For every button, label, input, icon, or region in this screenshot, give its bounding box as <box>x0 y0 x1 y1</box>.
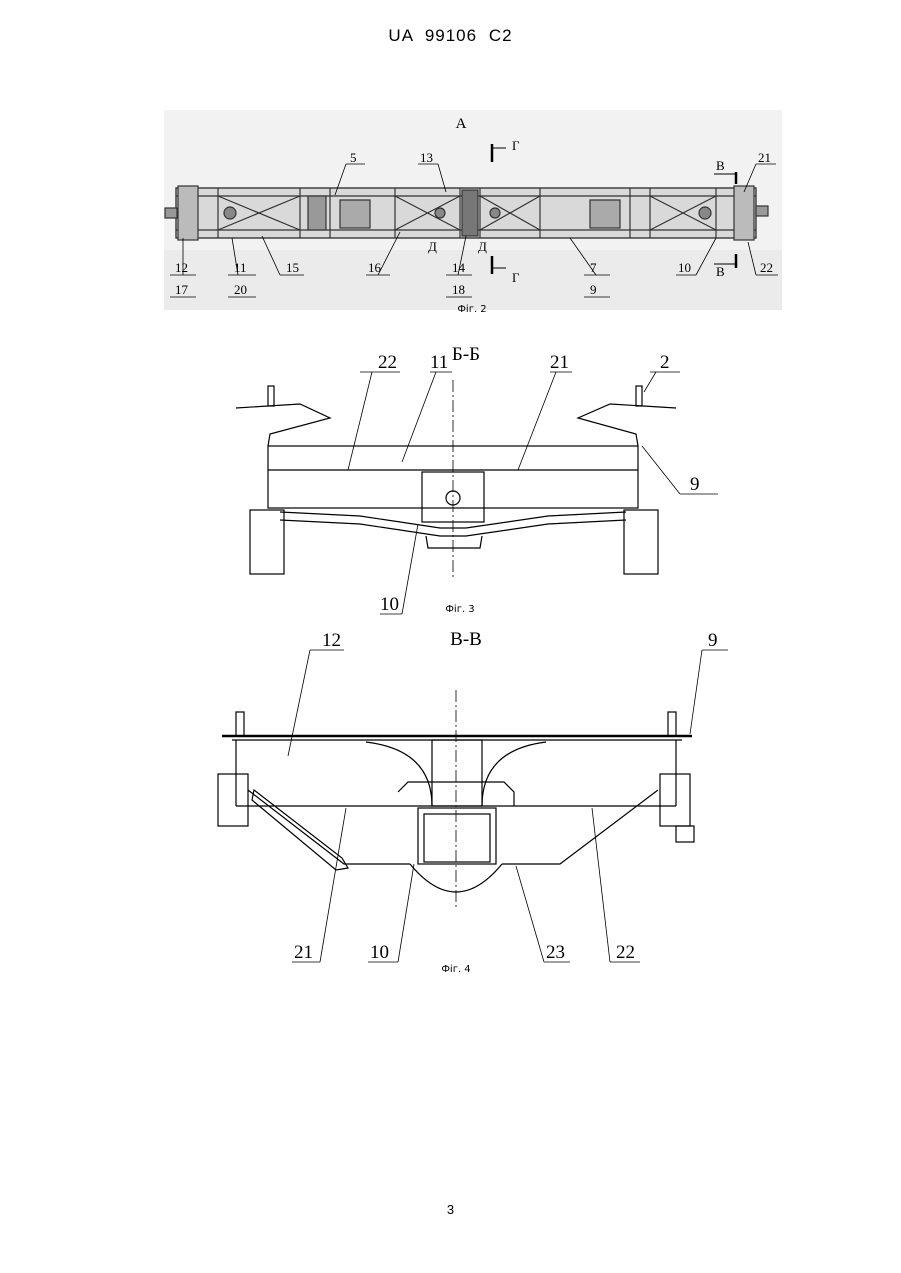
fig3-label-21: 21 <box>550 352 569 373</box>
figure-4-drawing: В-В 12 9 <box>0 620 901 980</box>
fig2-label-5: 5 <box>350 150 357 165</box>
fig3-label-9: 9 <box>690 474 700 495</box>
mark-d-right: Д <box>478 239 487 254</box>
fig2-label-15: 15 <box>286 260 299 275</box>
figure-2-drawing: А <box>0 100 901 325</box>
fig3-section-title: Б-Б <box>452 344 480 365</box>
fig3-label-22: 22 <box>378 352 397 373</box>
fig4-caption: Фіг. 4 <box>441 963 470 975</box>
fig4-label-9: 9 <box>708 630 718 651</box>
fig2-label-14: 14 <box>452 260 466 275</box>
fig2-caption: Фіг. 2 <box>457 303 486 315</box>
section-mark-v-bottom: В <box>716 264 725 279</box>
view-label-a: А <box>456 116 467 132</box>
fig4-label-10: 10 <box>370 942 389 963</box>
fig2-label-21: 21 <box>758 150 771 165</box>
fig4-label-21: 21 <box>294 942 313 963</box>
fig2-label-22: 22 <box>760 260 773 275</box>
fig2-label-16: 16 <box>368 260 382 275</box>
fig2-label-12: 12 <box>175 260 188 275</box>
fig2-label-10: 10 <box>678 260 691 275</box>
mark-d-left: Д <box>428 239 437 254</box>
fig3-label-2: 2 <box>660 352 670 373</box>
fig2-label-17: 17 <box>175 282 189 297</box>
fig3-label-11: 11 <box>430 352 448 373</box>
fig4-label-12: 12 <box>322 630 341 651</box>
fig2-label-9: 9 <box>590 282 597 297</box>
fig2-label-13: 13 <box>420 150 433 165</box>
fig2-label-18: 18 <box>452 282 465 297</box>
fig3-caption: Фіг. 3 <box>445 603 474 615</box>
section-mark-g-bottom: Г <box>512 270 520 285</box>
fig4-section-title: В-В <box>450 629 482 650</box>
page-number: 3 <box>0 1202 901 1217</box>
fig4-label-23: 23 <box>546 942 565 963</box>
fig2-label-20: 20 <box>234 282 247 297</box>
fig4-label-22: 22 <box>616 942 635 963</box>
figure-3-drawing: Б-Б 22 11 21 2 9 10 Фіг. 3 <box>0 330 901 620</box>
section-mark-g-top: Г <box>512 138 520 153</box>
fig2-label-7: 7 <box>590 260 597 275</box>
fig3-label-10: 10 <box>380 594 399 615</box>
fig2-label-11: 11 <box>234 260 247 275</box>
patent-number-header: UA 99106 C2 <box>0 26 901 46</box>
section-mark-v-top: В <box>716 158 725 173</box>
